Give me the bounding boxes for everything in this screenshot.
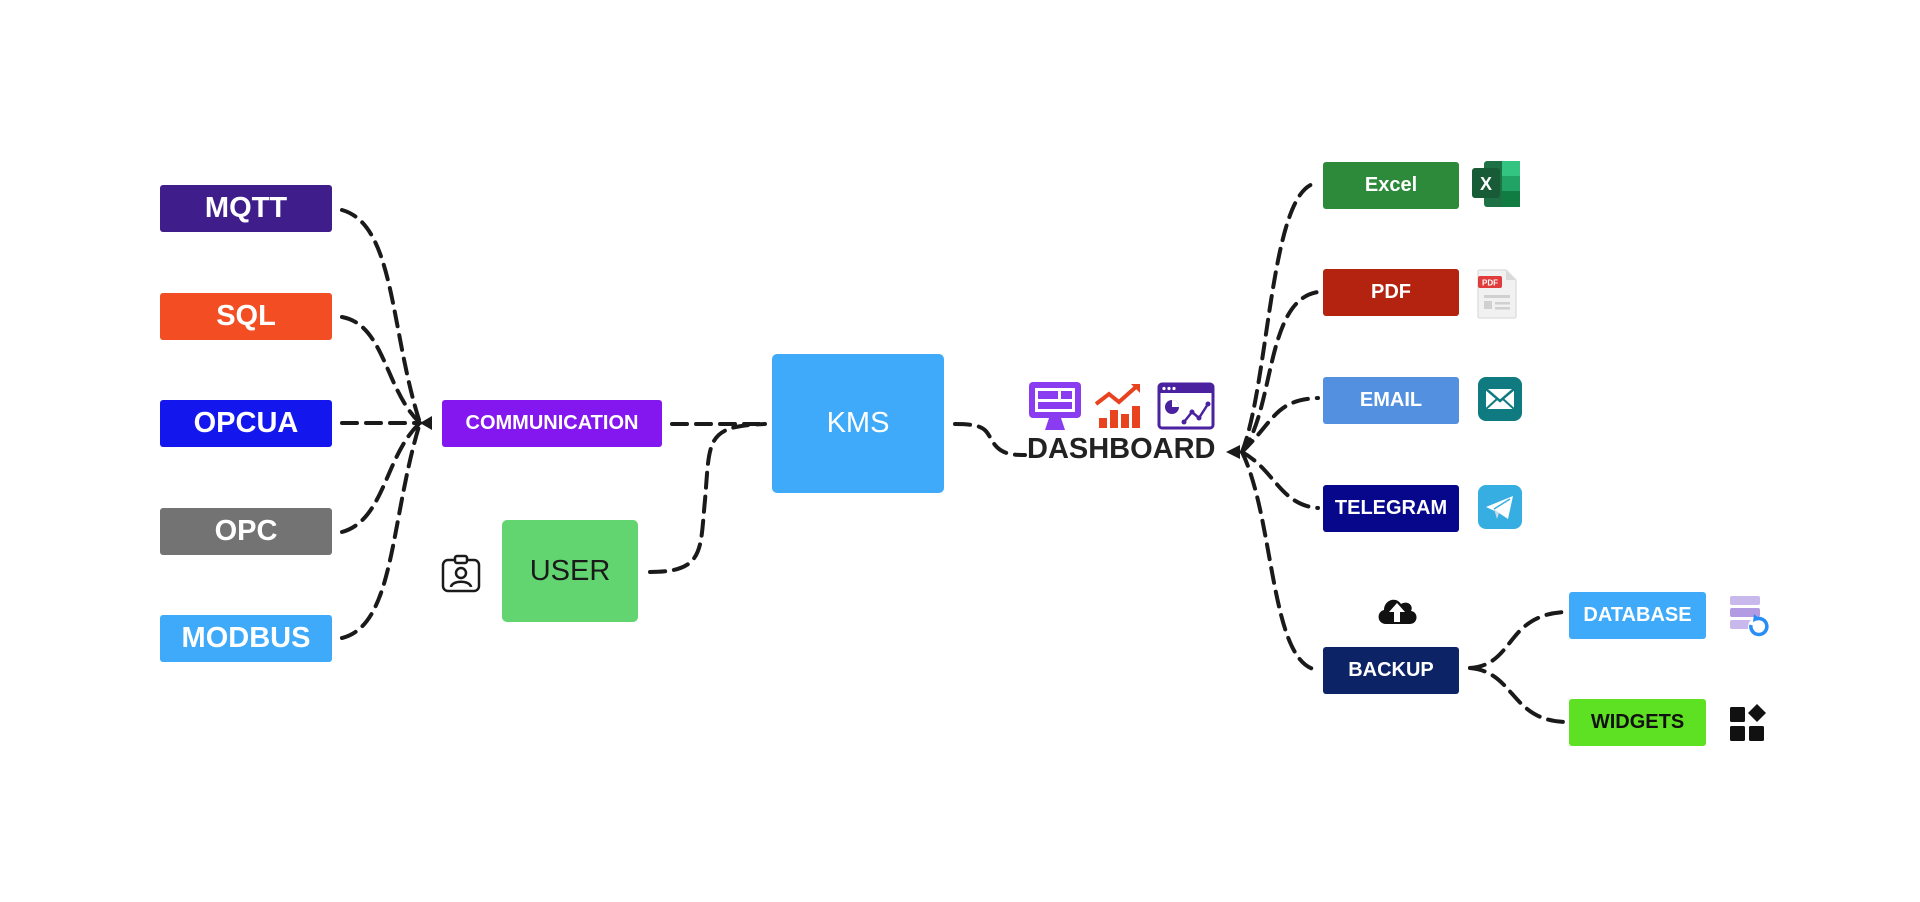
email-node[interactable]: EMAIL [1323, 377, 1459, 424]
communication-node[interactable]: COMMUNICATION [442, 400, 662, 447]
connector-dashboard-telegram [1240, 450, 1320, 510]
kms-node[interactable]: KMS [772, 354, 944, 493]
opcua-node[interactable]: OPCUA [160, 400, 332, 447]
pdf-node[interactable]: PDF [1323, 269, 1459, 316]
connector-dashboard-excel [1240, 181, 1320, 454]
connector-opc-communication [340, 421, 422, 534]
excel-letter: X [1480, 174, 1492, 194]
backup-node[interactable]: BACKUP [1323, 647, 1459, 694]
connector-kms-dashboard [953, 422, 1027, 457]
widgets-icon [1730, 704, 1766, 741]
connector-backup-widgets [1468, 666, 1567, 724]
user-badge-icon [441, 554, 481, 593]
connector-sql-communication [340, 315, 422, 425]
excel-icon: X [1472, 161, 1520, 207]
connector-backup-database [1468, 610, 1567, 670]
opc-node[interactable]: OPC [160, 508, 332, 555]
email-icon [1478, 377, 1522, 421]
user-node[interactable]: USER [502, 520, 638, 622]
cloud-upload-icon [1378, 599, 1417, 624]
connector-dashboard-pdf [1240, 290, 1320, 454]
database-restore-icon [1730, 596, 1769, 637]
telegram-icon [1478, 485, 1522, 529]
connector-mqtt-communication [340, 208, 422, 425]
widgets-node[interactable]: WIDGETS [1569, 699, 1706, 746]
excel-node[interactable]: Excel [1323, 162, 1459, 209]
telegram-node[interactable]: TELEGRAM [1323, 485, 1459, 532]
connector-dashboard-email [1240, 396, 1320, 454]
pdf-tag: PDF [1482, 279, 1498, 288]
connector-user-kms [648, 422, 767, 574]
monitor-icon [1029, 382, 1081, 430]
connector-modbus-communication [340, 421, 422, 640]
modbus-node[interactable]: MODBUS [160, 615, 332, 662]
sql-node[interactable]: SQL [160, 293, 332, 340]
arrowhead-dashboard [1226, 445, 1240, 459]
dashboard-label[interactable]: DASHBOARD [1027, 433, 1216, 465]
analytics-window-icon [1157, 382, 1215, 430]
connector-dashboard-backup [1240, 450, 1320, 672]
arrowhead-communication [420, 416, 432, 430]
trend-chart-icon [1094, 384, 1140, 428]
mqtt-node[interactable]: MQTT [160, 185, 332, 232]
database-node[interactable]: DATABASE [1569, 592, 1706, 639]
pdf-file-icon: PDF [1477, 269, 1517, 319]
